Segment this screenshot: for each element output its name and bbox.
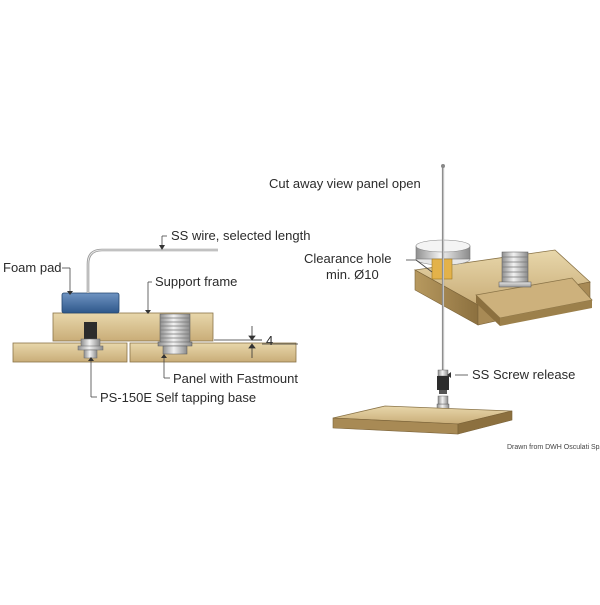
panel-left-part: [12, 342, 128, 363]
credit-label: Drawn from DWH Osculati SpA: [507, 444, 600, 451]
arrow-head: [159, 245, 165, 250]
clearance-hole-label: Clearance hole: [304, 251, 392, 266]
arrow-head: [67, 291, 73, 295]
fastmount-receptacle: [157, 313, 193, 355]
dimension-marker: [214, 326, 298, 358]
right-leader-lines: [406, 259, 468, 376]
clearance-min-label: min. Ø10: [326, 267, 379, 282]
arrow-head: [88, 357, 94, 361]
screw-release-label: SS Screw release: [472, 367, 576, 382]
screw-release: [437, 369, 449, 394]
panel-fastmount-label: Panel with Fastmount: [173, 371, 299, 386]
arrow-head: [161, 354, 167, 358]
left-leader-lines: [62, 235, 170, 398]
left-assembly: [12, 235, 298, 398]
support-frame-label: Support frame: [155, 274, 238, 289]
right-assembly: [332, 164, 593, 435]
foam-pad-label: Foam pad: [3, 260, 62, 275]
foam-pad: [61, 292, 120, 314]
ss-wire-label: SS wire, selected length: [171, 228, 311, 243]
fastmount-receptacle-right: [498, 251, 532, 288]
arrow-head: [447, 372, 451, 378]
arrow-head: [145, 310, 151, 314]
cut-away-label: Cut away view panel open: [269, 176, 421, 191]
dimension-label: 4: [266, 333, 274, 348]
self-tapping-base-label: PS-150E Self tapping base: [100, 390, 257, 405]
